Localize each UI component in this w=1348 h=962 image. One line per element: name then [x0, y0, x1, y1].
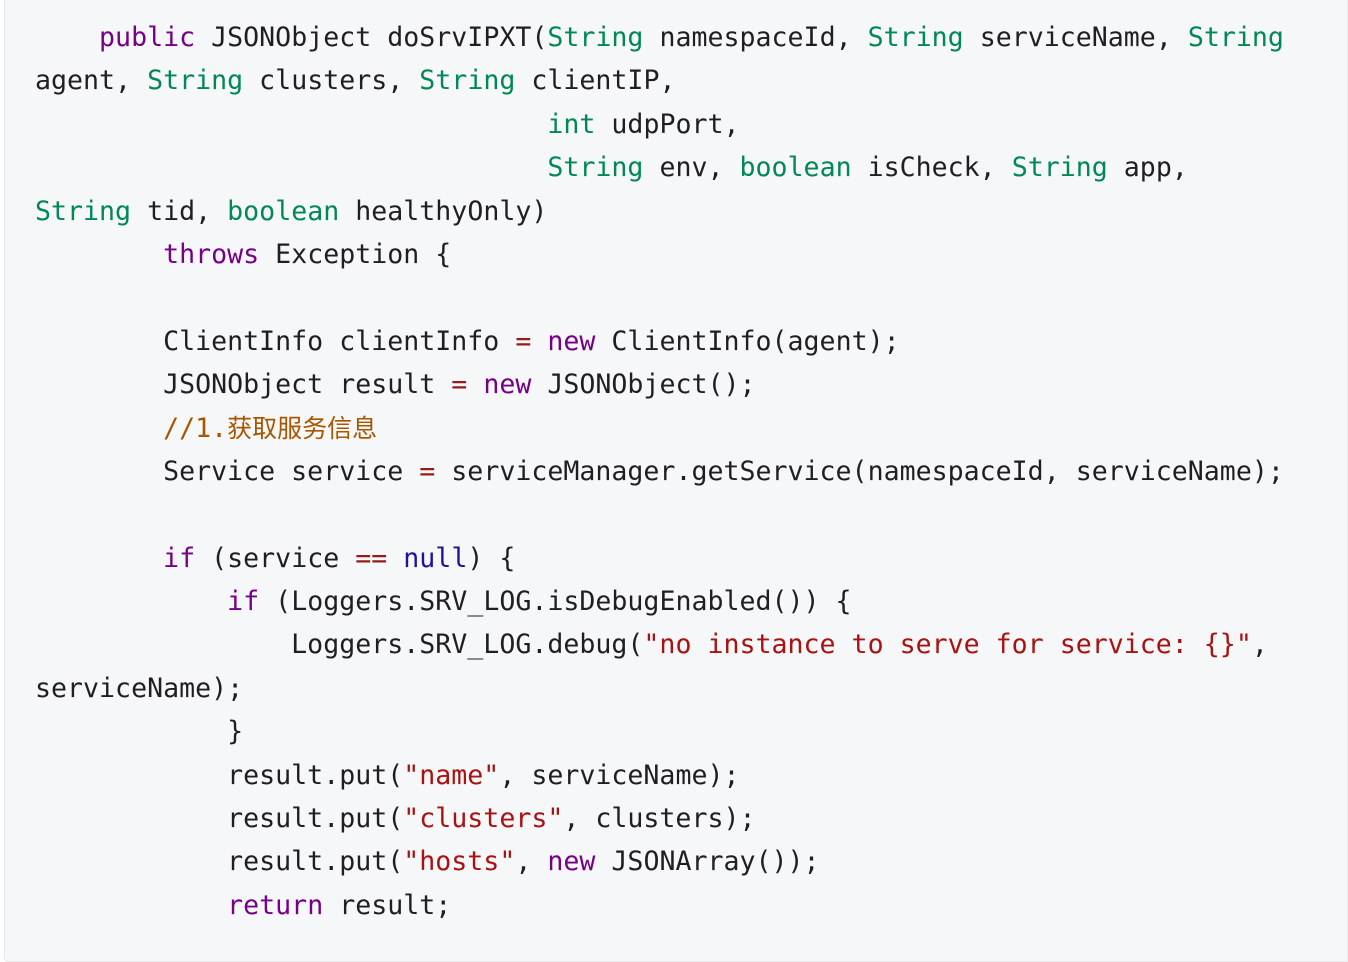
code-line: serviceName);: [35, 667, 1284, 710]
code-token: =: [419, 455, 436, 487]
code-token: JSONObject result: [35, 369, 452, 401]
code-token: ) {: [467, 542, 516, 574]
code-token: udpPort,: [595, 108, 740, 140]
code-line: ​: [35, 276, 1284, 319]
code-token: ClientInfo clientInfo: [35, 325, 516, 357]
code-token: JSONObject doSrvIPXT(: [195, 22, 548, 53]
code-token: =: [451, 369, 468, 401]
code-token: return: [227, 889, 324, 921]
code-token: public: [99, 22, 196, 53]
code-token: , clusters);: [563, 803, 756, 835]
code-token: Loggers.SRV_LOG.debug(: [35, 629, 644, 661]
code-line: ClientInfo clientInfo = new ClientInfo(a…: [35, 320, 1284, 363]
code-token: [35, 22, 99, 53]
code-token: isCheck,: [851, 152, 1012, 184]
code-line: //1.获取服务信息: [35, 407, 1284, 450]
code-token: new: [547, 846, 596, 878]
code-token: [387, 543, 403, 574]
code-token: if: [163, 542, 196, 574]
code-line: JSONObject result = new JSONObject();: [35, 363, 1284, 406]
code-line: result.put("hosts", new JSONArray());: [35, 840, 1284, 883]
code-token: String: [35, 195, 132, 227]
code-line: Service service = serviceManager.getServ…: [35, 450, 1284, 493]
code-line: public JSONObject doSrvIPXT(String names…: [35, 16, 1284, 59]
code-line: result.put("clusters", clusters);: [35, 797, 1284, 840]
code-block: public JSONObject doSrvIPXT(String names…: [4, 0, 1348, 962]
code-token: "clusters": [403, 803, 564, 835]
code-line: String tid, boolean healthyOnly): [35, 190, 1284, 233]
code-token: [35, 413, 163, 444]
code-token: serviceName,: [963, 22, 1188, 53]
code-line: int udpPort,: [35, 103, 1284, 146]
code-token: //1.: [163, 412, 228, 444]
code-token: app,: [1107, 152, 1188, 184]
code-line: result.put("name", serviceName);: [35, 754, 1284, 797]
code-token: , serviceName);: [499, 759, 740, 791]
code-token: serviceManager.getService(namespaceId, s…: [435, 455, 1284, 487]
code-token: throws: [163, 238, 260, 270]
code-token: namespaceId,: [643, 22, 868, 53]
code-line: if (service == null) {: [35, 537, 1284, 580]
code-token: [35, 239, 163, 270]
code-token: if: [227, 586, 260, 618]
code-token: serviceName);: [35, 672, 244, 704]
code-token: [35, 152, 547, 183]
code-token: =: [515, 325, 532, 357]
code-token: result;: [323, 889, 452, 921]
code-token: clientIP,: [515, 65, 676, 97]
code-token: String: [419, 65, 516, 97]
code-line: agent, String clusters, String clientIP,: [35, 59, 1284, 102]
code-line: }: [35, 710, 1284, 753]
code-token: JSONObject();: [531, 369, 756, 401]
code-line: ​: [35, 493, 1284, 536]
code-token: null: [403, 542, 468, 574]
code-token: 获取服务信息: [227, 413, 378, 443]
code-token: [35, 586, 227, 617]
code-content[interactable]: public JSONObject doSrvIPXT(String names…: [35, 16, 1284, 927]
code-token: [35, 890, 227, 921]
code-token: result.put(: [35, 803, 404, 835]
code-token: tid,: [131, 195, 228, 227]
code-token: new: [547, 325, 596, 357]
code-token: int: [547, 108, 596, 140]
code-token: new: [483, 369, 532, 401]
code-token: boolean: [739, 152, 852, 184]
code-token: Exception {: [259, 238, 452, 270]
code-token: result.put(: [35, 846, 404, 878]
code-token: ClientInfo(agent);: [595, 325, 900, 357]
code-token: "no instance to serve for service: {}": [643, 629, 1252, 661]
code-line: if (Loggers.SRV_LOG.isDebugEnabled()) {: [35, 580, 1284, 623]
code-token: healthyOnly): [339, 195, 548, 227]
code-token: "hosts": [403, 846, 516, 878]
code-token: ,: [515, 846, 548, 878]
code-token: String: [1011, 152, 1108, 184]
code-token: ,: [1251, 629, 1268, 661]
code-token: (Loggers.SRV_LOG.isDebugEnabled()) {: [259, 586, 852, 618]
code-token: result.put(: [35, 759, 404, 791]
code-token: String: [147, 65, 244, 97]
code-token: env,: [643, 152, 740, 184]
code-line: return result;: [35, 884, 1284, 927]
code-token: "name": [403, 759, 500, 791]
code-token: agent,: [35, 65, 148, 97]
code-token: JSONArray());: [595, 846, 820, 878]
code-token: String: [547, 22, 644, 53]
code-token: boolean: [227, 195, 340, 227]
code-token: String: [867, 22, 964, 53]
code-token: String: [1187, 22, 1284, 53]
code-token: [35, 109, 547, 140]
code-line: throws Exception {: [35, 233, 1284, 276]
code-token: [531, 326, 547, 357]
code-token: }: [35, 716, 244, 748]
code-token: Service service: [35, 455, 420, 487]
code-token: [35, 543, 163, 574]
code-token: (service: [195, 542, 356, 574]
code-token: String: [547, 152, 644, 184]
code-line: Loggers.SRV_LOG.debug("no instance to se…: [35, 623, 1284, 666]
code-line: String env, boolean isCheck, String app,: [35, 146, 1284, 189]
code-token: clusters,: [243, 65, 420, 97]
code-token: ==: [355, 542, 388, 574]
code-token: [467, 369, 483, 400]
